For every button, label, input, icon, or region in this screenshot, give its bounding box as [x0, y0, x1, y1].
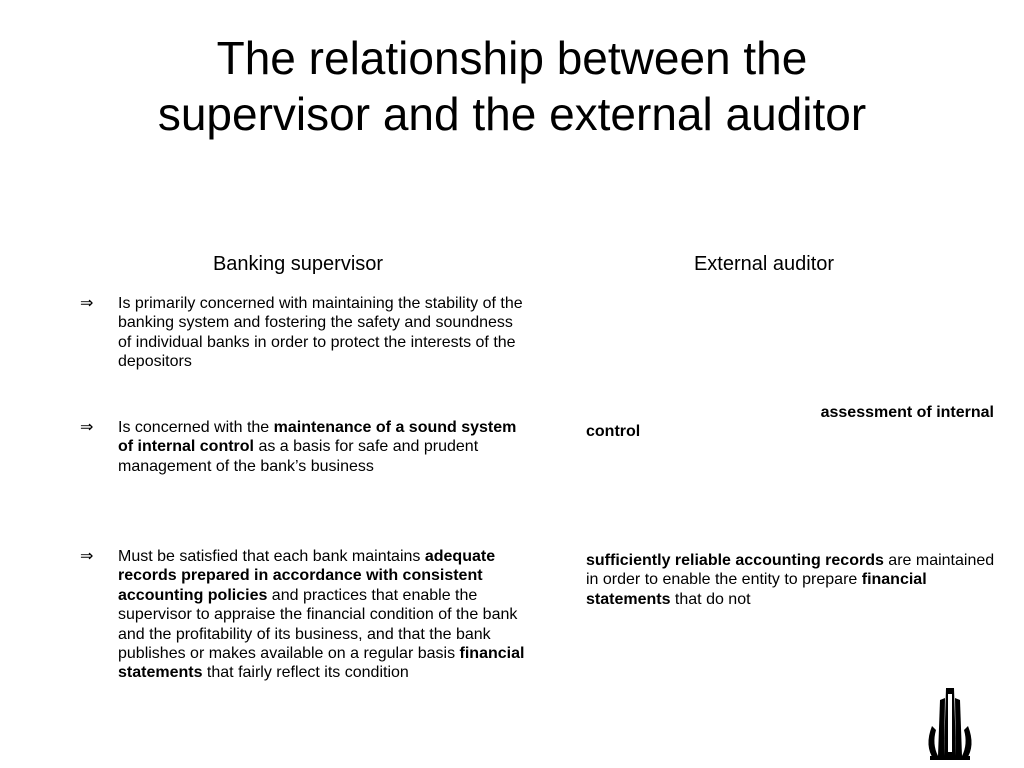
double-arrow-icon: ⇒: [80, 548, 94, 565]
auditor-point-1-line-2: control: [586, 423, 641, 441]
slide-title-line-2: supervisor and the external auditor: [157, 88, 867, 140]
external-auditor-heading: External auditor: [693, 253, 835, 275]
banking-supervisor-heading: Banking supervisor: [212, 253, 384, 275]
double-arrow-icon: ⇒: [80, 295, 94, 312]
supervisor-point-3-text: Must be satisfied that each bank maintai…: [118, 548, 525, 682]
supervisor-point-1-text: Is primarily concerned with maintaining …: [118, 295, 523, 371]
auditor-point-1-line-1: assessment of internal: [820, 404, 994, 421]
auditor-point-1: assessment of internal control: [586, 403, 1004, 442]
double-arrow-icon: ⇒: [80, 419, 94, 436]
auditor-point-2: sufficiently reliable accounting records…: [586, 552, 995, 608]
slide-title: The relationship between the supervisor …: [0, 30, 1024, 142]
slide-title-line-1: The relationship between the: [216, 32, 808, 84]
supervisor-point-2-text: Is concerned with the maintenance of a s…: [118, 419, 517, 475]
tower-logo-icon: [928, 688, 972, 760]
